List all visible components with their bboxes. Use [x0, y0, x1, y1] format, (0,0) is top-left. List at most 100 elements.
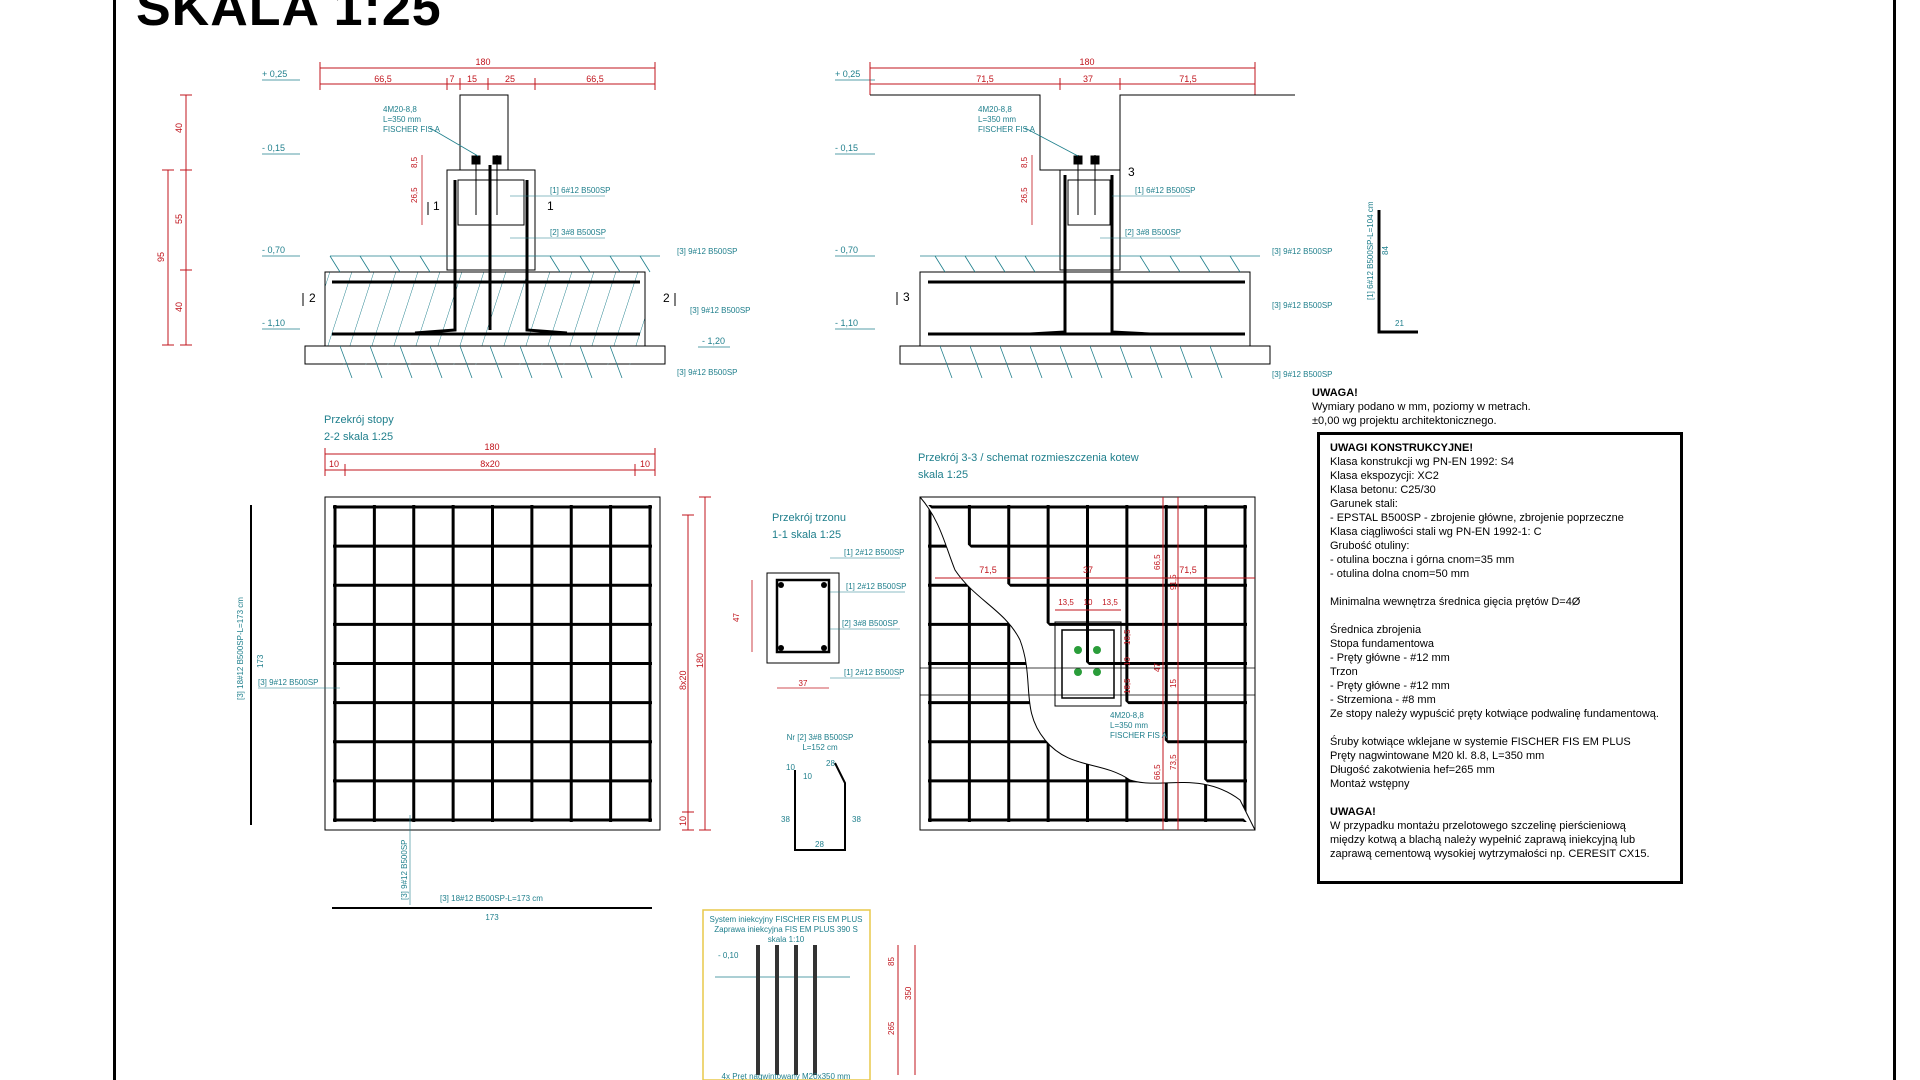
notes-line: - Strzemiona - #8 mm: [1330, 694, 1436, 706]
inj-dim-265: 265: [887, 1021, 896, 1035]
stirrup-dim-38a: 38: [781, 815, 790, 824]
anchor-label-left-2: L=350 mm: [383, 115, 421, 124]
frame-border-right: [1893, 0, 1896, 1080]
dim-7: 7: [449, 74, 454, 84]
notes-line: - Pręty główne - #12 mm: [1330, 652, 1450, 664]
level-110-r: - 1,10: [835, 318, 858, 328]
dim-180-right: 180: [1079, 57, 1094, 67]
inj-line-2: Zaprawa iniekcyjna FIS EM PLUS 390 S: [714, 925, 858, 934]
level-marks-left: + 0,25 - 0,15 - 0,70 - 1,10 - 1,20: [262, 69, 730, 348]
plan22-caption-2: 2-2 skala 1:25: [324, 431, 393, 443]
s33-break-line: [919, 496, 1256, 831]
cut-marker-3a: 3: [1128, 165, 1135, 179]
anchor-label-right-3: FISCHER FIS A: [978, 125, 1036, 134]
s33-caption-1: Przekrój 3-3 / schemat rozmieszczenia ko…: [918, 452, 1139, 464]
stirrup-detail: Nr [2] 3#8 B500SP L=152 cm 10 28 10 38 3…: [781, 733, 861, 851]
cut-marker-2a: 2: [309, 291, 316, 305]
frame-border-left: [113, 0, 116, 1080]
s33-dim-665b: 66,5: [1153, 764, 1162, 780]
sheet-title: SKALA 1:25: [136, 0, 442, 37]
section-1-1: Przekrój trzonu 1-1 skala 1:25 [1] 2#12 …: [732, 512, 907, 689]
s33-dim-15: 15: [1169, 679, 1178, 688]
structural-notes-box: UWAGI KONSTRUKCYJNE! Klasa konstrukcji w…: [1317, 432, 1683, 884]
cut-marker-3b: 3: [903, 290, 910, 304]
plan-2-2: Przekrój stopy 2-2 skala 1:25 180 10 8x2…: [236, 414, 711, 922]
dim-40b: 40: [174, 302, 184, 312]
plan22-dim-vert173: 173: [256, 654, 265, 668]
dim-265-left: 26,5: [410, 187, 419, 203]
section-3-3: Przekrój 3-3 / schemat rozmieszczenia ko…: [918, 452, 1256, 831]
s11-bar-2: [1] 2#12 B500SP: [846, 582, 907, 591]
notes-heading-2: UWAGA!: [1330, 806, 1376, 818]
notes-line: zaprawą cementową wysokiej wytrzymałości…: [1330, 848, 1650, 860]
notes-line: Średnica zbrojenia: [1330, 624, 1422, 636]
level-120: - 1,20: [702, 336, 725, 346]
anchor-label-left-3: FISCHER FIS A: [383, 125, 441, 134]
notes-line: Garunek stali:: [1330, 498, 1398, 510]
dims-top-left: [319, 62, 656, 90]
bar-label-l2: [2] 3#8 B500SP: [550, 228, 606, 237]
anchor-label-right-1: 4M20-8,8: [978, 105, 1012, 114]
dim-85-right: 8,5: [1020, 156, 1029, 168]
dim-95: 95: [156, 252, 166, 262]
dim-665b: 66,5: [586, 74, 604, 84]
plan22-dim-r180: 180: [695, 653, 705, 668]
notes-line: - otulina dolna cnom=50 mm: [1330, 568, 1470, 580]
plan22-dim-180: 180: [484, 442, 499, 452]
dim-55: 55: [174, 214, 184, 224]
s11-caption-1: Przekrój trzonu: [772, 512, 846, 524]
dim-25: 25: [505, 74, 515, 84]
s33-dim-10i: 10: [1123, 657, 1132, 666]
dim-37: 37: [1083, 74, 1093, 84]
bent-bar-label: [1] 6#12 B500SP-L=104 cm: [1366, 201, 1375, 300]
inj-level: - 0,10: [718, 951, 739, 960]
bar-label-l3: [3] 9#12 B500SP: [677, 247, 738, 256]
notes-line: Klasa betonu: C25/30: [1330, 484, 1436, 496]
level-070: - 0,70: [262, 245, 285, 255]
notes-line: Montaż wstępny: [1330, 778, 1410, 790]
plan22-outline: [324, 496, 661, 831]
inj-bottom: 4x Pręt nagwintowany M20x350 mm: [722, 1072, 851, 1080]
s33-dim-135b: 13,5: [1102, 598, 1118, 607]
stirrup-dim-28b: 28: [815, 840, 824, 849]
notes-line: Trzon: [1330, 666, 1358, 678]
cut-marker-1b: 1: [547, 199, 554, 213]
stirrup-line-1: Nr [2] 3#8 B500SP: [787, 733, 854, 742]
bar-label-l4: [3] 9#12 B500SP: [690, 306, 751, 315]
bar-label-r4: [3] 9#12 B500SP: [1272, 301, 1333, 310]
elevation-left: + 0,25 - 0,15 - 0,70 - 1,10 - 1,20 180: [156, 57, 751, 379]
uwaga-note: UWAGA! Wymiary podano w mm, poziomy w me…: [1312, 386, 1531, 428]
uwaga-heading: UWAGA!: [1312, 387, 1358, 399]
plan22-bar-bottom2: [3] 18#12 B500SP-L=173 cm: [440, 894, 543, 903]
dim-85-left: 8,5: [410, 156, 419, 168]
dim-15: 15: [467, 74, 477, 84]
notes-line: Stopa fundamentowa: [1330, 638, 1434, 650]
stirrup-dim-10a: 10: [786, 763, 795, 772]
bar-label-r3: [3] 9#12 B500SP: [1272, 247, 1333, 256]
s11-dim-47: 47: [732, 613, 741, 622]
notes-line: Pręty nagwintowane M20 kl. 8.8, L=350 mm: [1330, 750, 1545, 762]
s11-dim-37: 37: [799, 679, 808, 688]
notes-line: Klasa ekspozycji: XC2: [1330, 470, 1439, 482]
bent-bar-detail: [1377, 210, 1418, 334]
injection-detail: System iniekcyjny FISCHER FIS EM PLUS Za…: [702, 909, 916, 1080]
level-025: + 0,25: [262, 69, 287, 79]
s33-dim-715b: 71,5: [1179, 565, 1197, 575]
inj-rods: [756, 945, 817, 1075]
s33-anchor-3: FISCHER FIS A: [1110, 731, 1168, 740]
stirrup-dim-28a: 28: [826, 759, 835, 768]
plan22-dim-bottom: 173: [485, 913, 499, 922]
bent-dim-84: 84: [1381, 246, 1390, 255]
stirrup-dim-10b: 10: [803, 772, 812, 781]
level-015-r: - 0,15: [835, 143, 858, 153]
inj-dim-350: 350: [904, 986, 913, 1000]
s33-dim-37: 37: [1083, 565, 1093, 575]
s33-dim-47: 47: [1153, 663, 1162, 672]
bar-label-l1: [1] 6#12 B500SP: [550, 186, 611, 195]
dim-715a: 71,5: [976, 74, 994, 84]
plan22-dim-8x20: 8x20: [480, 459, 500, 469]
inj-dim-85: 85: [887, 957, 896, 966]
notes-line: Klasa ciągliwości stali wg PN-EN 1992-1:…: [1330, 526, 1542, 538]
